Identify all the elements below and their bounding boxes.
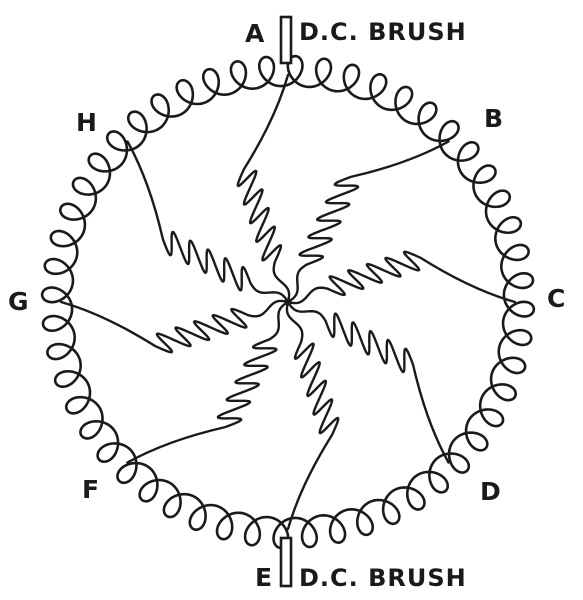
point-label-h: H — [76, 108, 97, 137]
point-label-g: G — [8, 287, 29, 316]
bottom-brush-label: D.C. BRUSH — [299, 564, 467, 592]
point-label-e: E — [255, 563, 272, 592]
point-label-f: F — [82, 475, 99, 504]
ring-winding — [40, 54, 536, 550]
spoke-coil-b — [286, 140, 450, 304]
spoke-coil-g — [59, 299, 290, 354]
top-brush-label: D.C. BRUSH — [299, 18, 467, 46]
hub-junction — [284, 298, 292, 306]
spoke-coil-h — [126, 140, 290, 304]
spoke-coil-c — [286, 250, 517, 305]
labels: A B C D E F G H D.C. BRUSH D.C. BRUSH — [8, 18, 565, 592]
bottom-brush — [279, 536, 293, 588]
brushes — [279, 15, 293, 588]
point-label-d: D — [480, 477, 501, 506]
point-label-a: A — [245, 19, 265, 48]
point-label-b: B — [484, 104, 503, 133]
spoke-coil-d — [286, 300, 450, 464]
spoke-coil-e — [285, 300, 340, 531]
spoke-coil-a — [236, 73, 291, 304]
spoke-coil-f — [126, 300, 290, 464]
spoke-windings — [59, 73, 517, 531]
ring-coil — [40, 54, 536, 550]
point-label-c: C — [547, 284, 565, 313]
top-brush — [279, 15, 293, 65]
